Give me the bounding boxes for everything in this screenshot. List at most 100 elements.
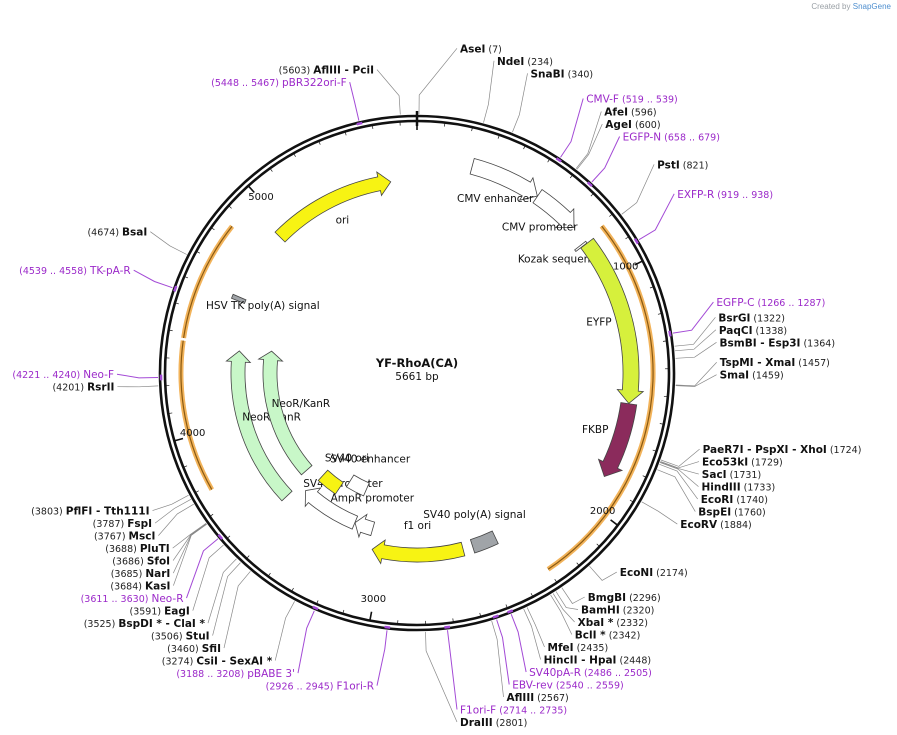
enzyme-label[interactable]: (3525) BspDI * - ClaI *	[84, 618, 206, 630]
enzyme-label[interactable]: PstI (821)	[657, 159, 708, 171]
enzyme-label[interactable]: BsmBI - Esp3I (1364)	[720, 337, 836, 349]
enzyme-leader-line	[675, 361, 717, 387]
feature-f1-ori[interactable]	[371, 539, 466, 565]
enzyme-label[interactable]: (4201) RsrII	[52, 382, 114, 394]
enzyme-name: DraIII	[460, 717, 493, 729]
feature-sv40-enhancer[interactable]	[345, 474, 370, 497]
primer-label[interactable]: (4221 .. 4240) Neo-F	[12, 369, 114, 381]
primer-label[interactable]: (3188 .. 3208) pBABE 3'	[176, 668, 295, 680]
feature-fkbp[interactable]	[597, 402, 638, 477]
primer-site-marker	[668, 330, 672, 337]
feature-neor-kanr[interactable]	[257, 350, 313, 476]
enzyme-label[interactable]: AgeI (600)	[605, 119, 660, 131]
enzyme-label[interactable]: NdeI (234)	[497, 56, 553, 68]
enzyme-label[interactable]: BmgBI (2296)	[588, 592, 661, 604]
enzyme-label[interactable]: (3688) PluTI	[105, 543, 169, 555]
enzyme-label[interactable]: SmaI (1459)	[720, 370, 784, 382]
orf-arc-core	[183, 225, 233, 339]
enzyme-label[interactable]: (3803) PflFI - Tth111I	[31, 506, 149, 518]
feature-cmv-enhancer[interactable]	[469, 158, 538, 201]
enzyme-label[interactable]: PaeR7I - PspXI - XhoI (1724)	[703, 444, 862, 456]
feature-cmv-promoter[interactable]	[532, 188, 575, 229]
tick-mark	[609, 213, 613, 217]
feature-ampr-promoter[interactable]	[354, 513, 376, 539]
enzyme-position: (600)	[632, 120, 661, 131]
enzyme-label[interactable]: AflIII (2567)	[507, 692, 569, 704]
primer-label[interactable]: EBV-rev (2540 .. 2559)	[512, 680, 624, 692]
enzyme-name: BsmBI	[720, 337, 757, 349]
enzyme-label[interactable]: (3506) StuI	[151, 631, 210, 643]
tick-mark	[554, 579, 558, 583]
feature-kozak-sequence[interactable]	[574, 240, 588, 253]
enzyme-leader-line	[117, 385, 159, 388]
enzyme-label[interactable]: (3591) EagI	[130, 606, 190, 618]
primer-range: (4539 .. 4558)	[19, 266, 90, 277]
primer-label[interactable]: F1ori-F (2714 .. 2735)	[460, 705, 567, 717]
primer-leader-line	[638, 193, 675, 241]
primer-label[interactable]: EGFP-N (658 .. 679)	[623, 132, 720, 144]
enzyme-label[interactable]: SacI (1731)	[702, 469, 761, 481]
enzyme-label[interactable]: HincII - HpaI (2448)	[544, 655, 651, 667]
feature-sv40-poly-a-signal[interactable]	[469, 530, 499, 554]
enzyme-position: (1724)	[827, 445, 862, 456]
primer-name: SV40pA-R	[529, 667, 581, 679]
enzyme-label[interactable]: (3686) SfoI	[112, 556, 170, 568]
feature-sv40-ori[interactable]	[317, 469, 344, 495]
tick-mark	[642, 475, 647, 478]
enzyme-leader-line	[657, 469, 696, 512]
primer-label[interactable]: (2926 .. 2945) F1ori-R	[266, 681, 374, 693]
enzyme-label[interactable]: (3274) CsiI - SexAI *	[162, 656, 273, 668]
enzyme-label[interactable]: HindIII (1733)	[702, 482, 776, 494]
enzyme-label[interactable]: BamHI (2320)	[581, 605, 654, 617]
enzyme-label[interactable]: XbaI * (2332)	[578, 617, 648, 629]
enzyme-label[interactable]: AfeI (596)	[604, 107, 656, 119]
enzyme-position: (1733)	[741, 483, 776, 494]
enzyme-name: EcoRI	[701, 494, 734, 506]
enzyme-name: - HpaI	[578, 655, 617, 667]
enzyme-label[interactable]: (5603) AflIII - PciI	[279, 65, 374, 77]
enzyme-label[interactable]: (3787) FspI	[93, 518, 152, 530]
enzyme-label[interactable]: BclI * (2342)	[575, 630, 641, 642]
enzyme-label[interactable]: BsrGI (1322)	[718, 312, 785, 324]
enzyme-label[interactable]: (3767) MscI	[94, 531, 155, 543]
enzyme-label[interactable]: Eco53kI (1729)	[702, 457, 783, 469]
feature-hsv-tk-poly-a-signal[interactable]	[230, 293, 247, 304]
primer-label[interactable]: EGFP-C (1266 .. 1287)	[716, 297, 825, 309]
enzyme-name: - Esp3I	[757, 337, 801, 349]
primer-label[interactable]: (4539 .. 4558) TK-pA-R	[19, 265, 131, 277]
enzyme-position: (4674)	[87, 228, 122, 239]
enzyme-label[interactable]: DraIII (2801)	[460, 717, 527, 729]
tick-mark	[209, 513, 214, 517]
tick-mark	[625, 236, 630, 240]
primer-label[interactable]: CMV-F (519 .. 539)	[586, 94, 678, 106]
tick-mark	[246, 555, 250, 559]
enzyme-label[interactable]: (3460) SfiI	[167, 643, 221, 655]
primer-label[interactable]: SV40pA-R (2486 .. 2505)	[529, 667, 652, 679]
primer-label[interactable]: (5448 .. 5467) pBR322ori-F	[211, 77, 347, 89]
enzyme-label[interactable]: EcoRI (1740)	[701, 494, 768, 506]
enzyme-label[interactable]: BspEI (1760)	[698, 507, 765, 519]
enzyme-label[interactable]: (3684) KasI	[110, 581, 170, 593]
primer-range: (2486 .. 2505)	[581, 668, 652, 679]
primer-label[interactable]: EXFP-R (919 .. 938)	[677, 189, 773, 201]
enzyme-label[interactable]: PaqCI (1338)	[719, 325, 787, 337]
enzyme-leader-line	[552, 593, 575, 623]
enzyme-label[interactable]: SnaBI (340)	[531, 68, 594, 80]
enzyme-label[interactable]: (3685) NarI	[111, 568, 171, 580]
enzyme-label[interactable]: MfeI (2435)	[548, 642, 609, 654]
enzyme-label[interactable]: EcoNI (2174)	[620, 567, 688, 579]
enzyme-label[interactable]: (4674) BsaI	[87, 227, 147, 239]
enzyme-leader-line	[555, 591, 579, 610]
primer-name: F1ori-F	[460, 705, 496, 717]
enzyme-label[interactable]: TspMI - XmaI (1457)	[720, 357, 830, 369]
enzyme-label[interactable]: AseI (7)	[460, 43, 502, 55]
enzyme-position: (2448)	[616, 656, 651, 667]
feature-sv40-promoter[interactable]	[304, 487, 359, 530]
tick-mark	[226, 535, 231, 539]
primer-label[interactable]: (3611 .. 3630) Neo-R	[81, 593, 184, 605]
feature-ori[interactable]	[274, 171, 392, 243]
tick-mark	[195, 490, 199, 493]
enzyme-label[interactable]: EcoRV (1884)	[680, 519, 751, 531]
primer-name: EGFP-N	[623, 132, 662, 144]
feature-neor-kanr[interactable]	[225, 350, 293, 502]
